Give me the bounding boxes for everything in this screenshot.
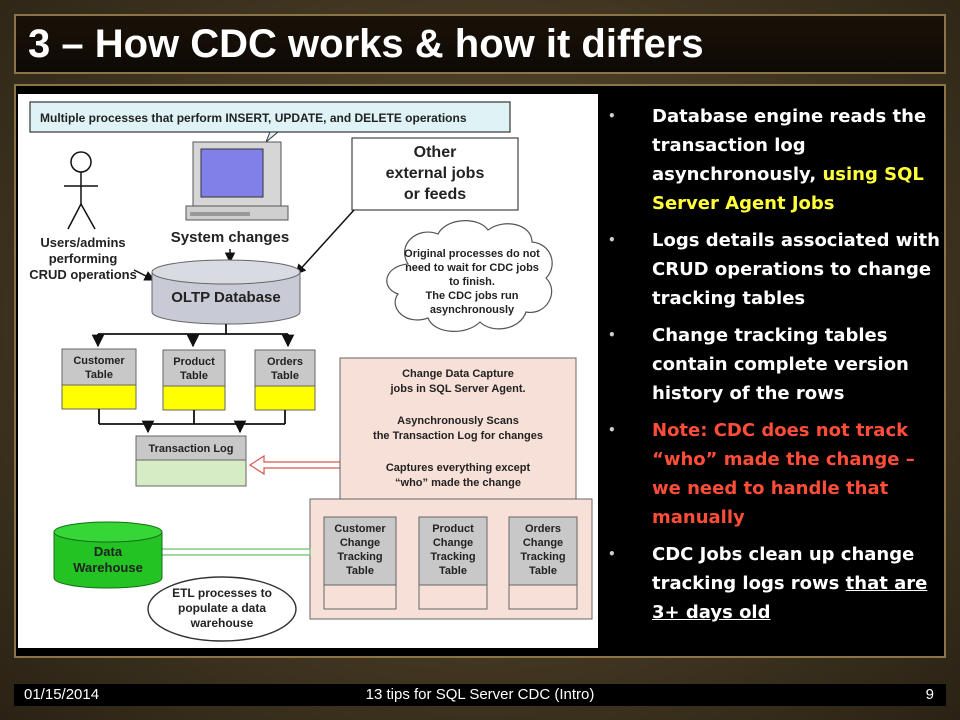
- bullet-text: Database engine reads the transaction lo…: [652, 106, 927, 185]
- svg-text:Tracking: Tracking: [520, 551, 565, 563]
- processes-banner: Multiple processes that perform INSERT, …: [29, 101, 511, 133]
- svg-text:or feeds: or feeds: [404, 186, 466, 203]
- svg-text:warehouse: warehouse: [190, 616, 254, 630]
- customer-change-tracking-table: Customer Change Tracking Table: [323, 516, 397, 610]
- svg-text:Table: Table: [529, 565, 557, 577]
- svg-text:Captures everything except: Captures everything except: [386, 462, 531, 474]
- svg-text:“who” made the change: “who” made the change: [395, 477, 521, 489]
- bullet-dot: •: [608, 109, 616, 123]
- bullet-item: • Change tracking tables contain complet…: [608, 321, 944, 408]
- slide-title: 3 – How CDC works & how it differs: [28, 22, 704, 66]
- customer-table: Customer Table: [61, 348, 137, 410]
- transaction-log: Transaction Log: [135, 435, 247, 487]
- computer-icon: [185, 141, 289, 221]
- svg-text:to finish.: to finish.: [449, 276, 495, 288]
- svg-text:Orders: Orders: [525, 523, 561, 535]
- svg-text:Table: Table: [271, 370, 299, 382]
- etl-arrow: [138, 540, 311, 564]
- svg-text:Change: Change: [433, 537, 473, 549]
- svg-text:Data: Data: [94, 544, 123, 559]
- slide-number: 9: [925, 686, 934, 703]
- orders-change-tracking-table: Orders Change Tracking Table: [508, 516, 578, 610]
- bullet-text: Logs details associated with CRUD operat…: [652, 230, 940, 309]
- svg-text:Asynchronously Scans: Asynchronously Scans: [397, 415, 519, 427]
- diagram-svg: Multiple processes that perform INSERT, …: [29, 101, 593, 642]
- svg-text:Tracking: Tracking: [430, 551, 475, 563]
- svg-text:Product: Product: [432, 523, 474, 535]
- svg-text:Warehouse: Warehouse: [73, 560, 143, 575]
- product-table: Product Table: [162, 349, 226, 411]
- system-changes-label: System changes: [171, 229, 289, 246]
- scan-arrow: [248, 454, 341, 476]
- bullet-item: • CDC Jobs clean up change tracking logs…: [608, 540, 944, 627]
- svg-text:asynchronously: asynchronously: [430, 304, 515, 316]
- svg-text:Transaction Log: Transaction Log: [149, 443, 234, 455]
- cdc-agent-box: Change Data Capture jobs in SQL Server A…: [339, 357, 577, 501]
- footer-date: 01/15/2014: [24, 686, 100, 703]
- cdc-diagram: Multiple processes that perform INSERT, …: [18, 94, 598, 648]
- svg-text:Change Data Capture: Change Data Capture: [402, 368, 514, 380]
- footer-title: 13 tips for SQL Server CDC (Intro): [365, 686, 595, 703]
- bullet-item: • Note: CDC does not track “who” made th…: [608, 416, 944, 532]
- svg-text:performing: performing: [49, 251, 118, 266]
- users-label: Users/admins performing CRUD operations: [29, 235, 137, 282]
- bullet-item: • Logs details associated with CRUD oper…: [608, 226, 944, 313]
- bullet-list: • Database engine reads the transaction …: [608, 102, 944, 635]
- orders-table: Orders Table: [254, 349, 316, 411]
- bullet-highlight: using SQL Server Agent Jobs: [652, 164, 924, 214]
- svg-text:Orders: Orders: [267, 356, 303, 368]
- bullet-text: Change tracking tables contain complete …: [652, 325, 909, 404]
- oltp-database: OLTP Database: [151, 259, 301, 325]
- svg-text:Table: Table: [346, 565, 374, 577]
- svg-text:Table: Table: [180, 370, 208, 382]
- bullet-dot: •: [608, 233, 616, 247]
- title-bar: 3 – How CDC works & how it differs: [14, 14, 946, 74]
- data-warehouse: Data Warehouse: [53, 521, 163, 589]
- product-change-tracking-table: Product Change Tracking Table: [418, 516, 488, 610]
- svg-text:OLTP Database: OLTP Database: [171, 289, 280, 306]
- svg-text:the Transaction Log for change: the Transaction Log for changes: [373, 430, 543, 442]
- svg-text:need to wait for CDC jobs: need to wait for CDC jobs: [405, 262, 539, 274]
- async-note-cloud: Original processes do not need to wait f…: [386, 220, 553, 332]
- bullet-item: • Database engine reads the transaction …: [608, 102, 944, 218]
- svg-text:populate a data: populate a data: [178, 601, 266, 615]
- bullet-note-text: Note: CDC does not track “who” made the …: [652, 420, 915, 528]
- bullet-dot: •: [608, 328, 616, 342]
- bullet-dot: •: [608, 547, 616, 561]
- svg-text:Original processes do not: Original processes do not: [404, 248, 540, 260]
- svg-text:Table: Table: [85, 369, 113, 381]
- svg-text:Product: Product: [173, 356, 215, 368]
- svg-text:Users/admins: Users/admins: [40, 235, 125, 250]
- svg-text:Customer: Customer: [334, 523, 386, 535]
- bullet-underline: that are 3+ days old: [652, 573, 928, 623]
- bullet-dot: •: [608, 423, 616, 437]
- svg-text:Customer: Customer: [73, 355, 125, 367]
- svg-text:jobs in SQL Server Agent.: jobs in SQL Server Agent.: [389, 383, 525, 395]
- svg-text:Tracking: Tracking: [337, 551, 382, 563]
- svg-text:external jobs: external jobs: [386, 165, 485, 182]
- user-figure-icon: [64, 151, 98, 230]
- svg-text:Multiple processes that perfor: Multiple processes that perform INSERT, …: [40, 111, 467, 125]
- svg-text:Change: Change: [340, 537, 380, 549]
- svg-text:Table: Table: [439, 565, 467, 577]
- footer-bar: 01/15/2014 13 tips for SQL Server CDC (I…: [14, 684, 946, 706]
- other-jobs-box: Other external jobs or feeds: [351, 137, 519, 211]
- svg-text:CRUD operations: CRUD operations: [29, 267, 137, 282]
- etl-ellipse: ETL processes to populate a data warehou…: [147, 576, 297, 642]
- svg-text:ETL processes to: ETL processes to: [172, 586, 272, 600]
- svg-text:The CDC jobs run: The CDC jobs run: [426, 290, 519, 302]
- svg-text:Other: Other: [414, 144, 457, 161]
- bullet-text: CDC Jobs clean up change tracking logs r…: [652, 544, 915, 594]
- svg-text:Change: Change: [523, 537, 563, 549]
